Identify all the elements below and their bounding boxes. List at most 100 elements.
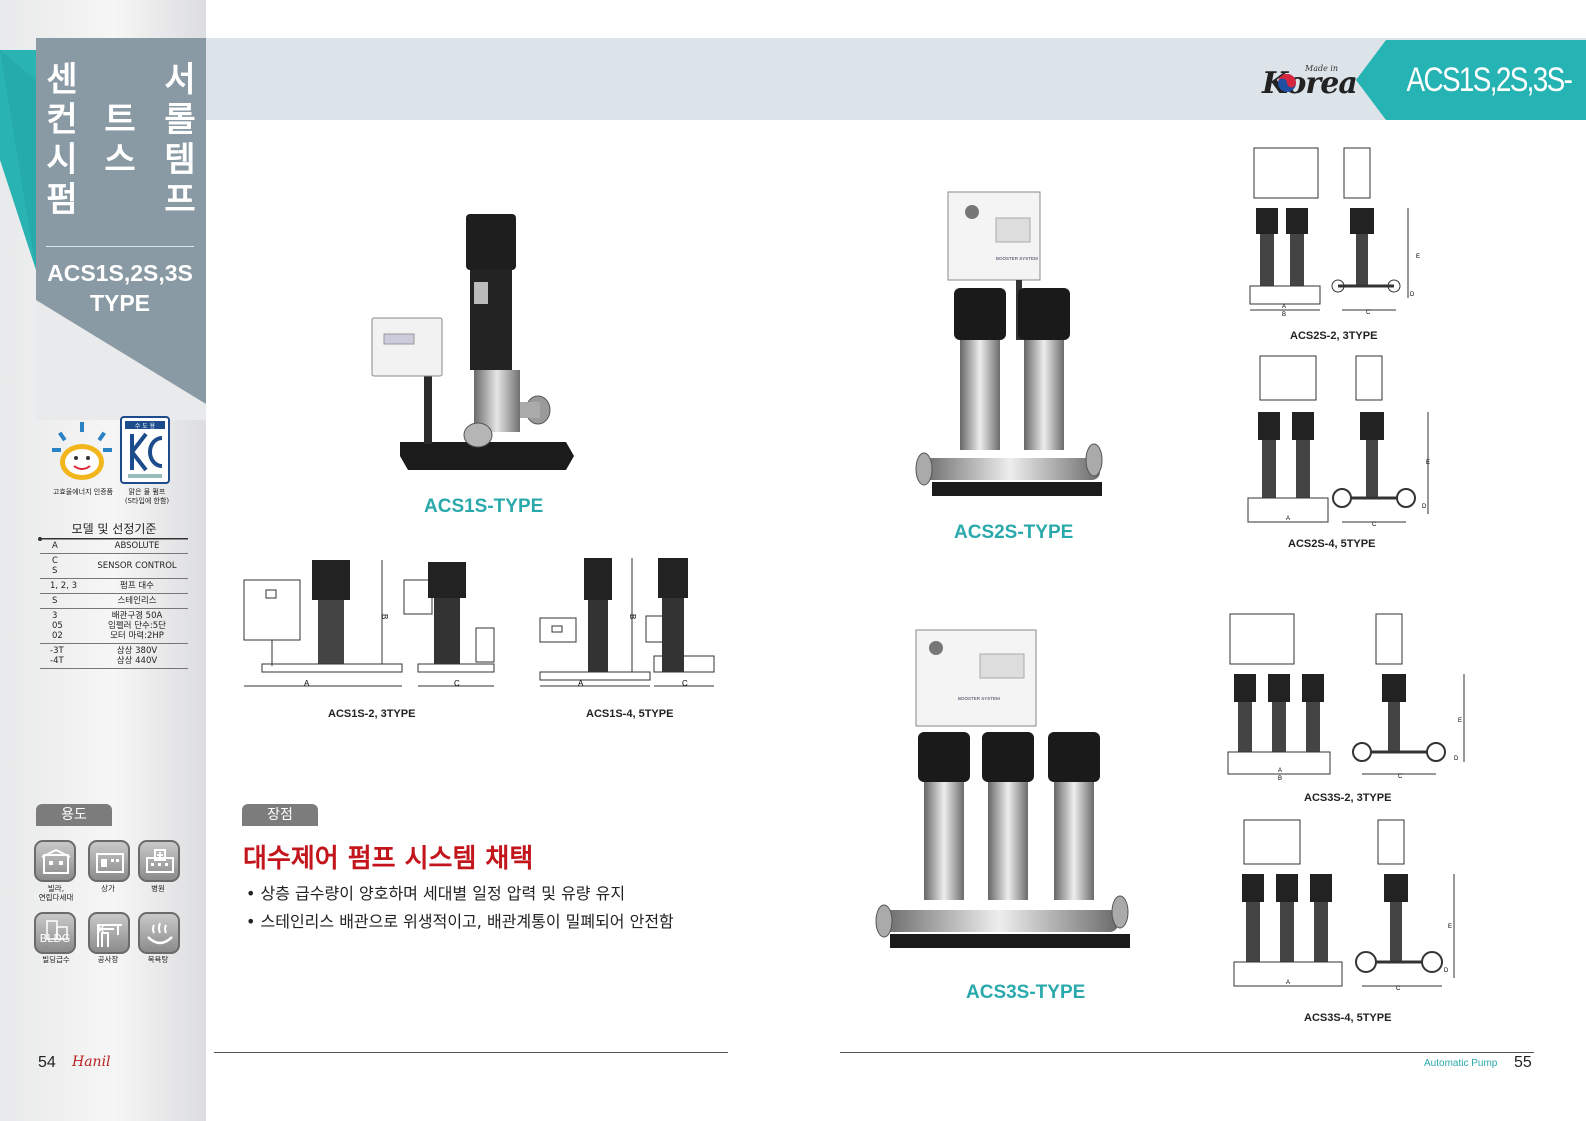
svg-text:E: E bbox=[1416, 254, 1420, 260]
building-icon: BLDG bbox=[34, 912, 76, 954]
acs1s-4-5-drawing: A B C bbox=[539, 558, 715, 688]
acs1s-2-3-drawing: A B C bbox=[243, 560, 495, 688]
table-row: C S SENSOR CONTROL bbox=[40, 553, 188, 579]
acs3s-product-image: BOOSTER SYSTEM bbox=[875, 629, 1130, 948]
table-row: A ABSOLUTE bbox=[40, 538, 188, 554]
table-row: -3T -4T 삼상 380V 삼상 440V bbox=[40, 643, 188, 669]
svg-text:C: C bbox=[1372, 522, 1377, 528]
merits-title: 대수제어 펌프 시스템 채택 bbox=[243, 844, 534, 874]
use-caption: 빌라, 연립다세대 bbox=[38, 884, 74, 902]
sel-key: S bbox=[40, 593, 86, 609]
svg-text:D: D bbox=[1410, 292, 1415, 298]
svg-text:C: C bbox=[1396, 986, 1401, 992]
brand-logo: Hanil bbox=[72, 1054, 111, 1070]
selection-title: 모델 및 선정기준 bbox=[71, 522, 157, 536]
sidebar-type-label: ACS1S,2S,3S TYPE bbox=[47, 260, 193, 316]
svg-text:C: C bbox=[1398, 774, 1403, 780]
use-caption: 목욕탕 bbox=[147, 955, 169, 964]
type-banner bbox=[1356, 40, 1586, 120]
svg-text:D: D bbox=[1454, 756, 1459, 762]
page-number-left: 54 bbox=[38, 1054, 56, 1071]
acs3s-4-5-drawing: A C E D bbox=[1233, 819, 1455, 992]
svg-text:D: D bbox=[1444, 968, 1449, 974]
acs3s-caption: ACS3S-TYPE bbox=[966, 982, 1086, 1003]
bath-icon bbox=[138, 912, 180, 954]
sel-value: 스테인리스 bbox=[86, 593, 188, 609]
merit-bullet: • 상층 급수량이 양호하며 세대별 일정 압력 및 유량 유지 bbox=[246, 884, 626, 903]
svg-text:C: C bbox=[682, 679, 688, 688]
svg-text:A: A bbox=[1282, 304, 1286, 310]
vertical-title-col1: 센 컨 시 펌 bbox=[46, 60, 78, 220]
svg-text:수 도 용: 수 도 용 bbox=[135, 423, 156, 430]
svg-text:A: A bbox=[1286, 516, 1290, 522]
acs2s-2-3-drawing: A B C E D bbox=[1249, 147, 1420, 318]
svg-text:BOOSTER SYSTEM: BOOSTER SYSTEM bbox=[958, 696, 1000, 701]
merits-label: 장점 bbox=[242, 804, 318, 826]
acs3s-4-5-caption: ACS3S-4, 5TYPE bbox=[1304, 1012, 1392, 1024]
type-banner-title: ACS1S,2S,3S-TYPE bbox=[1406, 61, 1573, 179]
sel-value: 펌프 대수 bbox=[86, 578, 188, 594]
apartment-icon bbox=[34, 840, 76, 882]
made-in-label: Made in bbox=[1305, 64, 1339, 73]
footer-rule-right bbox=[840, 1052, 1534, 1053]
sidebar-divider bbox=[46, 246, 194, 247]
vertical-title-col3: 서 롤 템 프 bbox=[164, 60, 196, 220]
acs3s-2-3-caption: ACS3S-2, 3TYPE bbox=[1304, 792, 1392, 804]
acs2s-product-image: BOOSTER SYSTEM bbox=[915, 191, 1103, 496]
construction-icon bbox=[88, 912, 130, 954]
use-caption: 병원 bbox=[151, 884, 165, 893]
acs1s-product-image bbox=[371, 214, 574, 470]
svg-text:A: A bbox=[1278, 768, 1282, 774]
sel-key: -3T -4T bbox=[40, 643, 86, 669]
made-in-korea-logo: Korea bbox=[1262, 66, 1358, 101]
svg-text:E: E bbox=[1458, 718, 1462, 724]
use-caption: 공사장 bbox=[97, 955, 119, 964]
svg-text:C: C bbox=[1366, 310, 1371, 316]
sel-value: 배관구경 50A 임펠러 단수:5단 모터 마력:2HP bbox=[86, 608, 188, 644]
svg-text:D: D bbox=[1422, 504, 1427, 510]
sel-key: C S bbox=[40, 553, 86, 579]
sidebar-header-slant bbox=[0, 50, 206, 420]
table-row: 1, 2, 3 펌프 대수 bbox=[40, 578, 188, 594]
use-caption: 상가 bbox=[101, 884, 115, 893]
svg-text:E: E bbox=[1426, 460, 1430, 466]
acs2s-4-5-caption: ACS2S-4, 5TYPE bbox=[1288, 538, 1376, 550]
acs1s-caption: ACS1S-TYPE bbox=[424, 496, 544, 517]
use-label: 용도 bbox=[36, 804, 112, 826]
acs1s-2-3-caption: ACS1S-2, 3TYPE bbox=[328, 708, 416, 720]
footer-category: Automatic Pump bbox=[1424, 1058, 1498, 1069]
use-caption: 빌딩급수 bbox=[42, 955, 70, 964]
svg-text:B: B bbox=[1282, 312, 1286, 318]
acs1s-4-5-caption: ACS1S-4, 5TYPE bbox=[586, 708, 674, 720]
acs2s-2-3-caption: ACS2S-2, 3TYPE bbox=[1290, 330, 1378, 342]
merit-bullet: • 스테인리스 배관으로 위생적이고, 배관계통이 밀폐되어 안전함 bbox=[246, 912, 674, 931]
selection-table: A ABSOLUTE C S SENSOR CONTROL 1, 2, 3 펌프… bbox=[40, 538, 188, 669]
shop-icon bbox=[88, 840, 130, 882]
cert2-caption: 맑은 물 펌프 (S타입에 한함) bbox=[124, 488, 170, 505]
sel-value: SENSOR CONTROL bbox=[86, 553, 188, 579]
svg-text:A: A bbox=[578, 679, 584, 688]
kc-mark-logo: 수 도 용 bbox=[120, 416, 170, 484]
korea-taegeuk-mark bbox=[1278, 74, 1296, 92]
header-band bbox=[206, 38, 1586, 120]
svg-text:A: A bbox=[1286, 980, 1290, 986]
table-row: 3 05 02 배관구경 50A 임펠러 단수:5단 모터 마력:2HP bbox=[40, 608, 188, 644]
sel-key: 3 05 02 bbox=[40, 608, 86, 644]
sel-key: A bbox=[40, 538, 86, 554]
acs3s-2-3-drawing: A B C E D bbox=[1227, 613, 1465, 782]
hospital-icon bbox=[138, 840, 180, 882]
svg-text:B: B bbox=[380, 614, 389, 619]
sel-key: 1, 2, 3 bbox=[40, 578, 86, 594]
svg-text:E: E bbox=[1448, 924, 1452, 930]
svg-text:B: B bbox=[1278, 776, 1282, 782]
svg-text:BOOSTER SYSTEM: BOOSTER SYSTEM bbox=[996, 256, 1038, 261]
footer-rule-left bbox=[214, 1052, 728, 1053]
table-row: S 스테인리스 bbox=[40, 593, 188, 609]
svg-text:B: B bbox=[628, 614, 637, 619]
vertical-title-col2: 트 스 bbox=[104, 100, 136, 180]
sel-value: ABSOLUTE bbox=[86, 538, 188, 554]
acs2s-4-5-drawing: A C E D bbox=[1247, 355, 1430, 528]
sel-value: 삼상 380V 삼상 440V bbox=[86, 643, 188, 669]
acs2s-caption: ACS2S-TYPE bbox=[954, 522, 1074, 543]
svg-text:A: A bbox=[304, 679, 310, 688]
